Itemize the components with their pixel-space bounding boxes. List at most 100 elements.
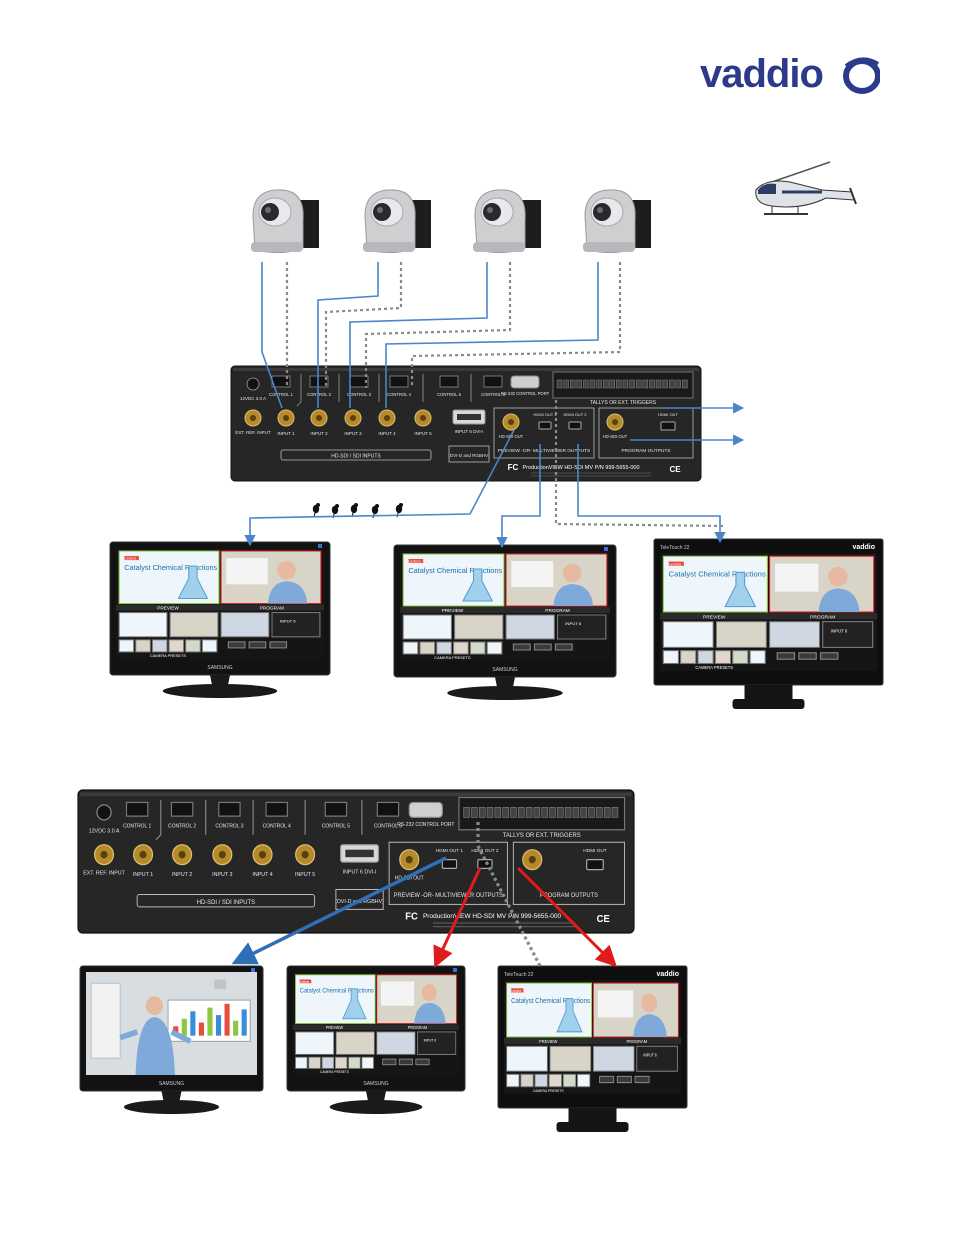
terminal-pin bbox=[541, 807, 548, 818]
camera-base bbox=[363, 242, 415, 252]
stand-neck bbox=[495, 677, 515, 687]
input-tile bbox=[220, 612, 270, 638]
preset-tile bbox=[469, 641, 486, 655]
inputs-group-box bbox=[280, 449, 432, 461]
bnc-center bbox=[100, 850, 108, 859]
flask-icon bbox=[177, 565, 209, 599]
input6-label: INPUT 6 bbox=[643, 1053, 656, 1057]
preview-label: PREVIEW bbox=[442, 608, 464, 613]
input-label: INPUT 2 bbox=[172, 872, 192, 878]
preset-tile bbox=[714, 650, 732, 665]
lens-glint bbox=[377, 207, 383, 213]
bnc-center bbox=[250, 415, 256, 421]
slide-tag-label: Lecture bbox=[300, 980, 310, 984]
cockpit bbox=[758, 183, 776, 194]
hdmi-port-icon bbox=[538, 421, 552, 430]
terminal-pin bbox=[629, 379, 635, 389]
control-label: CONTROL 1 bbox=[123, 823, 151, 829]
vaddio-bezel-logo: vaddio bbox=[852, 544, 875, 551]
rs232-port-icon bbox=[510, 375, 540, 389]
lens-glint bbox=[487, 207, 493, 213]
hdmi1-label: HDMI OUT 1 bbox=[436, 848, 463, 854]
whiteboard bbox=[511, 561, 554, 587]
chart-bar bbox=[181, 1018, 187, 1036]
terminal-pin bbox=[463, 807, 470, 818]
input-label: INPUT 4 bbox=[378, 431, 396, 436]
bnc-center bbox=[384, 415, 390, 421]
preset-button bbox=[398, 1058, 413, 1066]
input-label: INPUT 2 bbox=[310, 431, 328, 436]
label-bar bbox=[293, 1024, 459, 1031]
chart-bar bbox=[224, 1003, 230, 1036]
input-tile bbox=[454, 614, 504, 640]
person-body bbox=[818, 588, 860, 612]
control-label: CONTROL 3 bbox=[215, 823, 243, 829]
dvi-pins bbox=[457, 414, 481, 420]
ptz-camera-icon bbox=[473, 189, 541, 254]
chart-bar bbox=[198, 1022, 204, 1036]
stand-neck bbox=[366, 1091, 386, 1101]
preset-button bbox=[820, 652, 839, 660]
hdmi-port-icon bbox=[477, 859, 493, 869]
input-label: INPUT 5 bbox=[414, 431, 432, 436]
chart-bar bbox=[233, 1020, 239, 1036]
slide-tag bbox=[668, 561, 684, 566]
bird-icon bbox=[350, 503, 358, 518]
video-line-cam2 bbox=[317, 262, 379, 408]
bnc-center bbox=[139, 850, 147, 859]
bnc-center bbox=[508, 419, 514, 425]
ptz-camera-icon bbox=[251, 189, 319, 254]
divider bbox=[155, 799, 162, 841]
panel-bevel bbox=[80, 792, 632, 797]
rj45-port-icon bbox=[125, 801, 149, 817]
stand-base bbox=[556, 1122, 629, 1132]
person-head bbox=[641, 993, 658, 1013]
hdmi1-to-monitor-5 bbox=[433, 867, 482, 968]
input-tile bbox=[169, 612, 219, 638]
rs232-label: RS-232 CONTROL PORT bbox=[501, 391, 550, 396]
stand-base bbox=[123, 1100, 220, 1114]
terminal-pin bbox=[572, 807, 580, 818]
stand-base bbox=[447, 686, 563, 700]
chart-bar bbox=[241, 1009, 247, 1036]
control-label: CONTROL 6 bbox=[481, 392, 505, 397]
terminal-pin bbox=[556, 379, 563, 389]
hdmi2-label: HDMI OUT 2 bbox=[471, 848, 498, 854]
input6-label: INPUT 6 DVI-I bbox=[455, 429, 484, 434]
stand-neck bbox=[161, 1091, 182, 1101]
input6-tile bbox=[822, 621, 874, 648]
flask-icon bbox=[342, 988, 367, 1020]
preset-tile bbox=[168, 639, 185, 653]
preview-group-label: PREVIEW -OR- MULTIVIEWER OUTPUTS bbox=[394, 893, 503, 899]
input-tile bbox=[295, 1031, 335, 1055]
preset-button bbox=[248, 641, 267, 649]
preset-button bbox=[533, 643, 552, 651]
chart-bar bbox=[207, 1007, 213, 1036]
teletouch-label: TeleTouch 22 bbox=[504, 972, 534, 978]
power-led bbox=[318, 544, 322, 548]
camera-base bbox=[473, 242, 525, 252]
preset-button bbox=[227, 641, 246, 649]
control-label: CONTROL 3 bbox=[347, 392, 371, 397]
bird-head bbox=[375, 504, 379, 508]
stand-neck bbox=[568, 1108, 617, 1122]
video-line-cam1 bbox=[261, 262, 283, 409]
presenter-screen bbox=[86, 972, 257, 1075]
terminal-pin bbox=[588, 807, 595, 818]
rj45-port-icon bbox=[439, 375, 459, 388]
program-label: PROGRAM bbox=[260, 606, 284, 611]
control-label: CONTROL 4 bbox=[387, 392, 411, 397]
stand-neck bbox=[744, 685, 793, 699]
tallies-label: TALLYS OR EXT. TRIGGERS bbox=[590, 400, 657, 406]
preset-tile bbox=[419, 641, 436, 655]
divider bbox=[296, 374, 302, 407]
stand-neck bbox=[210, 675, 230, 685]
logo-swoosh-icon bbox=[843, 57, 880, 94]
slide-tag bbox=[299, 979, 312, 984]
rs232-to-touch-bottom bbox=[476, 822, 542, 967]
